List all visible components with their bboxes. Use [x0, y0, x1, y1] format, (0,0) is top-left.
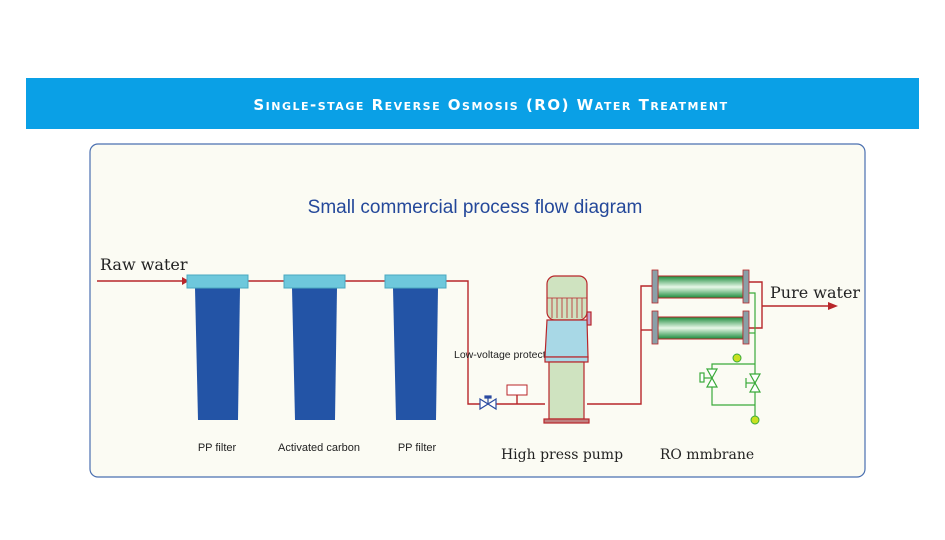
pump-label: High press pump	[501, 447, 623, 463]
valve-icon	[479, 395, 497, 411]
ro-membrane-1	[651, 269, 750, 304]
pipe-network	[97, 280, 830, 405]
title-banner	[26, 78, 919, 129]
drain-outlet-icon	[750, 415, 760, 425]
filter-3-label: PP filter	[398, 442, 437, 454]
low-voltage-label: Low-voltage protect	[454, 349, 546, 361]
banner-title: Single-stage Reverse Osmosis (RO) Water …	[253, 96, 728, 114]
check-valve-icon	[745, 373, 762, 393]
pure-water-label: Pure water	[770, 283, 860, 302]
raw-water-label: Raw water	[100, 255, 188, 274]
high-pressure-pump	[543, 275, 592, 424]
filter-1-label: PP filter	[198, 442, 237, 454]
pressure-gauge-icon	[732, 353, 742, 363]
filter-3	[384, 274, 447, 420]
inlet-arrow-icon	[182, 277, 189, 285]
outlet-arrow-icon	[828, 302, 838, 310]
diagram-subtitle: Small commercial process flow diagram	[308, 197, 643, 218]
ro-membrane-2	[651, 310, 750, 345]
filter-1	[186, 274, 249, 420]
control-box	[506, 384, 528, 396]
membrane-label: RO mmbrane	[660, 447, 754, 463]
needle-valve-icon	[699, 368, 719, 388]
filter-2	[283, 274, 346, 420]
filter-2-label: Activated carbon	[278, 442, 360, 454]
diagram-panel	[89, 143, 866, 478]
